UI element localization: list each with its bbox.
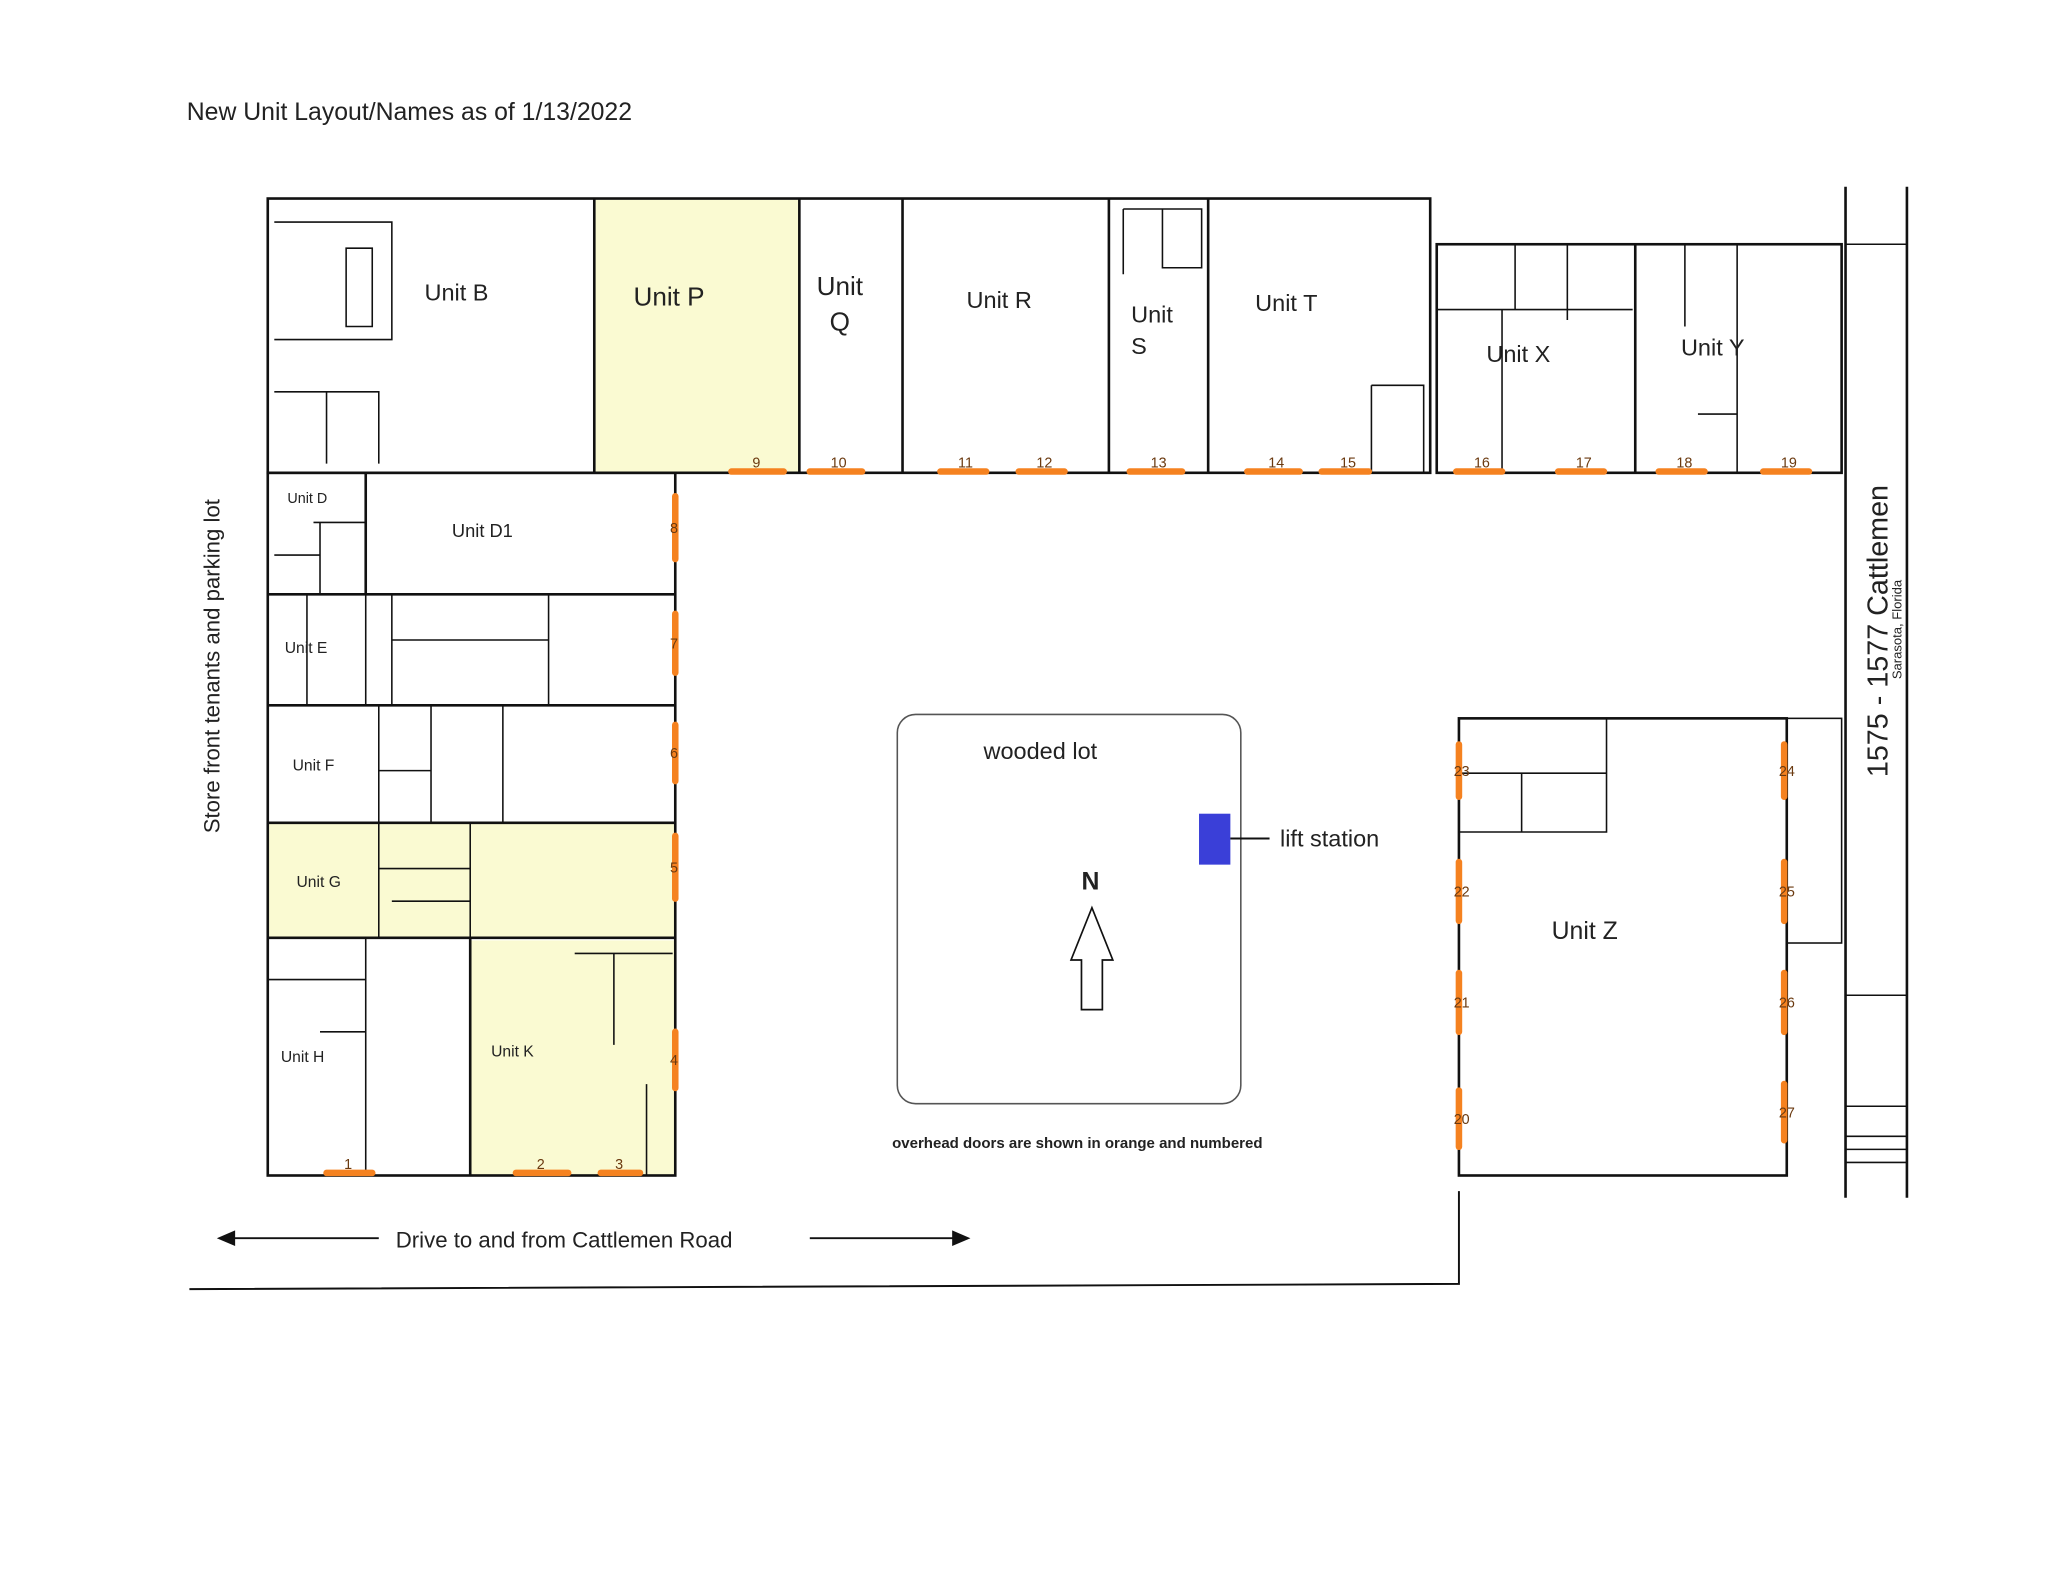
unit-t-label: Unit T — [1255, 290, 1317, 316]
overhead-door-note: overhead doors are shown in orange and n… — [892, 1135, 1262, 1152]
unit-d-label: Unit D — [287, 491, 327, 507]
unit-z-walls — [1457, 717, 1843, 1177]
unit-y-label: Unit Y — [1681, 334, 1745, 360]
top-row-walls — [266, 197, 1432, 475]
address-line2: Sarasota, Florida — [1890, 579, 1905, 679]
overhead-door-number: 1 — [344, 1157, 352, 1173]
wooded-lot-label: wooded lot — [983, 738, 1098, 764]
lift-station-label: lift station — [1280, 825, 1379, 851]
overhead-door-number: 13 — [1151, 456, 1167, 472]
unit-k-area — [470, 940, 676, 1176]
page-title: New Unit Layout/Names as of 1/13/2022 — [187, 99, 632, 126]
drive-label: Drive to and from Cattlemen Road — [396, 1227, 733, 1252]
overhead-door-number: 20 — [1454, 1112, 1470, 1128]
overhead-door-number: 4 — [670, 1053, 678, 1069]
title-strip — [1844, 186, 1909, 1198]
unit-r-label: Unit R — [967, 287, 1032, 313]
overhead-door-number: 24 — [1779, 764, 1795, 780]
overhead-door-number: 7 — [670, 636, 678, 652]
unit-g-label: Unit G — [296, 874, 340, 891]
unit-h-label: Unit H — [281, 1049, 325, 1066]
overhead-door-number: 21 — [1454, 996, 1470, 1012]
overhead-door-number: 23 — [1454, 764, 1470, 780]
xy-building-walls — [1435, 242, 1843, 475]
unit-q-label: Unit Q — [816, 272, 864, 337]
north-arrow-icon — [1069, 905, 1115, 1011]
unit-f-label: Unit F — [293, 758, 335, 775]
address-line1: 1575 - 1577 Cattlemen — [1862, 485, 1894, 777]
overhead-door-number: 9 — [752, 456, 760, 472]
drive-arrow-left-icon — [216, 1230, 379, 1247]
unit-p-area — [595, 199, 800, 472]
overhead-door-number: 2 — [537, 1157, 545, 1173]
overhead-door-number: 25 — [1779, 885, 1795, 901]
unit-k-label: Unit K — [491, 1044, 534, 1061]
unit-p-label: Unit P — [633, 282, 704, 312]
overhead-door-number: 26 — [1779, 996, 1795, 1012]
overhead-door-number: 5 — [670, 860, 678, 876]
wooded-lot — [896, 713, 1242, 1105]
unit-e-label: Unit E — [285, 640, 328, 657]
unit-d1-label: Unit D1 — [452, 520, 513, 541]
overhead-door-number: 18 — [1676, 456, 1692, 472]
overhead-door-number: 11 — [958, 456, 973, 472]
unit-x-label: Unit X — [1486, 341, 1550, 367]
unit-g-area — [269, 822, 676, 938]
unit-z-label: Unit Z — [1552, 918, 1618, 945]
north-label: N — [1081, 868, 1099, 895]
unit-s-label: Unit S — [1131, 301, 1173, 360]
overhead-door-number: 12 — [1036, 456, 1052, 472]
side-label: Store front tenants and parking lot — [199, 499, 224, 833]
overhead-door-number: 17 — [1576, 456, 1592, 472]
drive-arrow-right-icon — [809, 1230, 971, 1247]
overhead-door-number: 22 — [1454, 885, 1470, 901]
overhead-door-number: 15 — [1340, 456, 1356, 472]
overhead-door-number: 16 — [1474, 456, 1490, 472]
lift-station-marker — [1199, 813, 1231, 865]
overhead-door-number: 10 — [831, 456, 847, 472]
overhead-door-number: 6 — [670, 746, 678, 762]
overhead-door-number: 27 — [1779, 1105, 1795, 1121]
left-column-walls — [266, 471, 677, 1177]
overhead-door-number: 19 — [1781, 456, 1797, 472]
overhead-door-number: 14 — [1268, 456, 1284, 472]
road-boundary — [189, 1191, 1460, 1291]
unit-b-label: Unit B — [424, 279, 488, 305]
overhead-door-number: 8 — [670, 521, 678, 537]
overhead-door-number: 3 — [615, 1157, 623, 1173]
